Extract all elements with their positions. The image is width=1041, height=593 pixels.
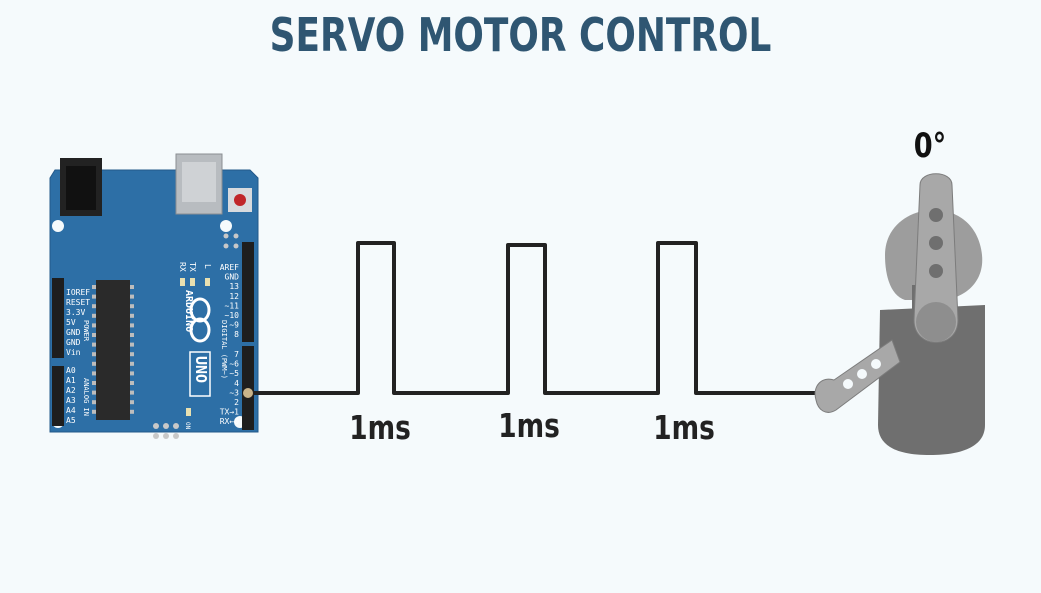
pin-label: A5 xyxy=(66,416,76,425)
analog-title-label: ANALOG IN xyxy=(82,378,90,416)
pin-label: ~6 xyxy=(229,360,239,369)
page-title: SERVO MOTOR CONTROL xyxy=(269,8,772,62)
pulse-label-2: 1ms xyxy=(498,406,560,445)
pin-label: RX←0 xyxy=(220,417,239,426)
pin-label: 12 xyxy=(229,292,239,301)
pin-label: A0 xyxy=(66,366,76,375)
pin-label: A3 xyxy=(66,396,76,405)
pin-label: GND xyxy=(66,328,81,337)
pin-label: 2 xyxy=(234,398,239,407)
pin-label: TX→1 xyxy=(220,408,239,417)
on-label: ON xyxy=(184,422,191,430)
power-title-label: POWER xyxy=(82,320,90,342)
arduino-logo-icon xyxy=(189,297,211,343)
pin-label: 3.3V xyxy=(66,308,85,317)
pin-label: ~11 xyxy=(225,301,240,310)
arduino-model-label: UNO xyxy=(192,356,210,383)
tx-label: TX xyxy=(188,262,197,272)
pin-label: RESET xyxy=(66,298,90,307)
pin-label: Vin xyxy=(66,348,81,357)
pin-label: A2 xyxy=(66,386,76,395)
pin-label: AREF xyxy=(220,263,239,272)
pin-label: IOREF xyxy=(66,288,90,297)
pin-label: 4 xyxy=(234,379,239,388)
l-label: L xyxy=(203,264,212,269)
pulse-label-1: 1ms xyxy=(349,408,411,447)
arduino-board: ARDUINO UNO RX TX L ON DIGITAL (PWM~) PO… xyxy=(49,153,259,439)
pin-label: 7 xyxy=(234,350,239,359)
pin-label: 5V xyxy=(66,318,76,327)
microcontroller-chip xyxy=(96,280,130,420)
pin-label: 8 xyxy=(234,330,239,339)
pin-label: ~3 xyxy=(229,388,239,397)
digital-header-top xyxy=(242,242,254,342)
pin-label: ~9 xyxy=(229,321,239,330)
rx-label: RX xyxy=(178,262,187,272)
power-header xyxy=(52,278,64,358)
servo-motor xyxy=(814,173,985,455)
pin-label: GND xyxy=(66,338,81,347)
pwm-signal-wire xyxy=(250,241,828,395)
arduino-brand-label: ARDUINO xyxy=(183,290,194,332)
analog-header xyxy=(52,366,64,426)
pin-label: GND xyxy=(225,273,240,282)
pin-label: A1 xyxy=(66,376,76,385)
servo-horn-vertical xyxy=(913,173,959,343)
pulse-label-3: 1ms xyxy=(653,408,715,447)
pin-label: A4 xyxy=(66,406,76,415)
servo-angle-label: 0° xyxy=(913,126,947,166)
pin-label: 13 xyxy=(229,282,239,291)
pin-label: ~10 xyxy=(225,311,240,320)
pin-connector xyxy=(243,388,253,398)
pin-label: ~5 xyxy=(229,369,239,378)
digital-title-label: DIGITAL (PWM~) xyxy=(220,320,228,379)
